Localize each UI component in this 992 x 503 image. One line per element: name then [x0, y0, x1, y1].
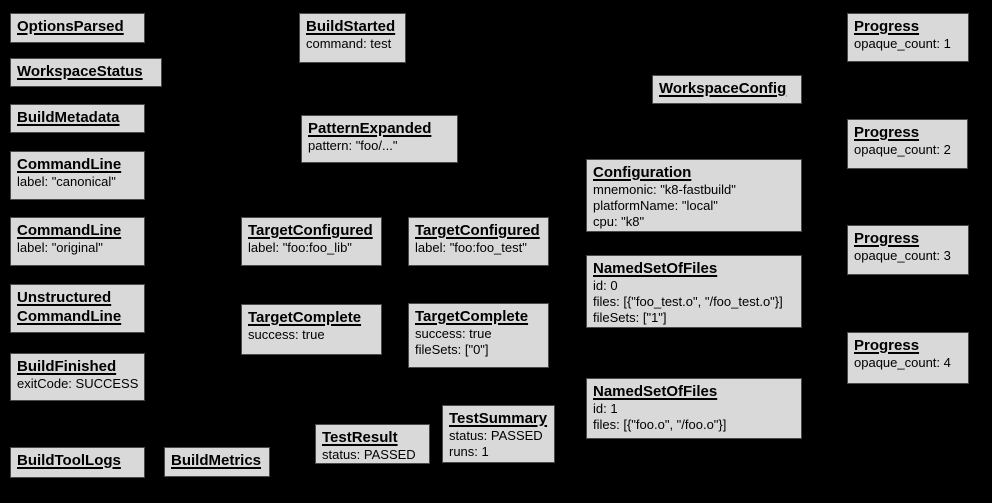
event-node-build-tool-logs: BuildToolLogs [10, 447, 145, 478]
event-node-title: CommandLine [17, 156, 122, 173]
event-node-title: Progress [854, 230, 920, 247]
event-node-field: label: "canonical" [17, 174, 116, 189]
event-node-options-parsed: OptionsParsed [10, 13, 145, 43]
event-node-field: id: 0 [593, 278, 618, 293]
event-node-field: exitCode: SUCCESS [17, 376, 139, 391]
event-node-field: label: "foo:foo_lib" [248, 240, 352, 255]
event-node-title: NamedSetOfFiles [593, 383, 718, 400]
event-node-build-metrics: BuildMetrics [164, 447, 270, 477]
event-node-title: WorkspaceStatus [17, 63, 143, 80]
event-node-title: BuildMetrics [171, 452, 262, 469]
event-node-field: label: "foo:foo_test" [415, 240, 527, 255]
event-node-title: Progress [854, 337, 920, 354]
event-node-field: opaque_count: 3 [854, 248, 951, 263]
event-node-title: BuildFinished [17, 358, 117, 375]
event-node-field: mnemonic: "k8-fastbuild" [593, 182, 736, 197]
event-node-field: cpu: "k8" [593, 214, 645, 229]
event-node-field: success: true [415, 326, 492, 341]
event-node-field: runs: 1 [449, 444, 489, 459]
event-node-field: fileSets: ["0"] [415, 342, 489, 357]
event-node-title: NamedSetOfFiles [593, 260, 718, 277]
event-node-title: TestResult [322, 429, 398, 446]
event-node-workspace-status: WorkspaceStatus [10, 58, 162, 87]
event-node-field: platformName: "local" [593, 198, 718, 213]
event-node-field: command: test [306, 36, 392, 51]
event-node-title: TestSummary [449, 410, 548, 427]
event-node-title: Progress [854, 18, 920, 35]
event-node-field: files: [{"foo_test.o", "/foo_test.o"}] [593, 294, 783, 309]
event-node-title: PatternExpanded [308, 120, 432, 137]
event-node-title: Configuration [593, 164, 692, 181]
event-node-title: BuildStarted [306, 18, 396, 35]
event-node-field: pattern: "foo/..." [308, 138, 398, 153]
event-node-field: status: PASSED [322, 447, 416, 462]
event-node-title: TargetComplete [248, 309, 362, 326]
event-node-title: Unstructured CommandLine [17, 289, 122, 325]
event-node-unstructured-command-line: Unstructured CommandLine [10, 284, 145, 333]
event-node-field: id: 1 [593, 401, 618, 416]
event-node-title: TargetConfigured [415, 222, 540, 239]
event-node-title: WorkspaceConfig [659, 80, 787, 97]
event-node-build-metadata: BuildMetadata [10, 104, 145, 133]
event-node-title: TargetConfigured [248, 222, 373, 239]
event-node-field: fileSets: ["1"] [593, 310, 667, 325]
event-node-field: status: PASSED [449, 428, 543, 443]
event-node-field: opaque_count: 4 [854, 355, 951, 370]
event-node-field: label: "original" [17, 240, 103, 255]
event-node-title: OptionsParsed [17, 18, 124, 35]
event-node-title: BuildToolLogs [17, 452, 121, 469]
event-node-title: Progress [854, 124, 920, 141]
event-node-title: CommandLine [17, 222, 122, 239]
event-node-workspace-config: WorkspaceConfig [652, 75, 802, 104]
event-node-field: opaque_count: 2 [854, 142, 951, 157]
event-node-field: opaque_count: 1 [854, 36, 951, 51]
event-node-title: BuildMetadata [17, 109, 120, 126]
event-node-title: TargetComplete [415, 308, 529, 325]
event-node-field: files: [{"foo.o", "/foo.o"}] [593, 417, 727, 432]
event-node-field: success: true [248, 327, 325, 342]
